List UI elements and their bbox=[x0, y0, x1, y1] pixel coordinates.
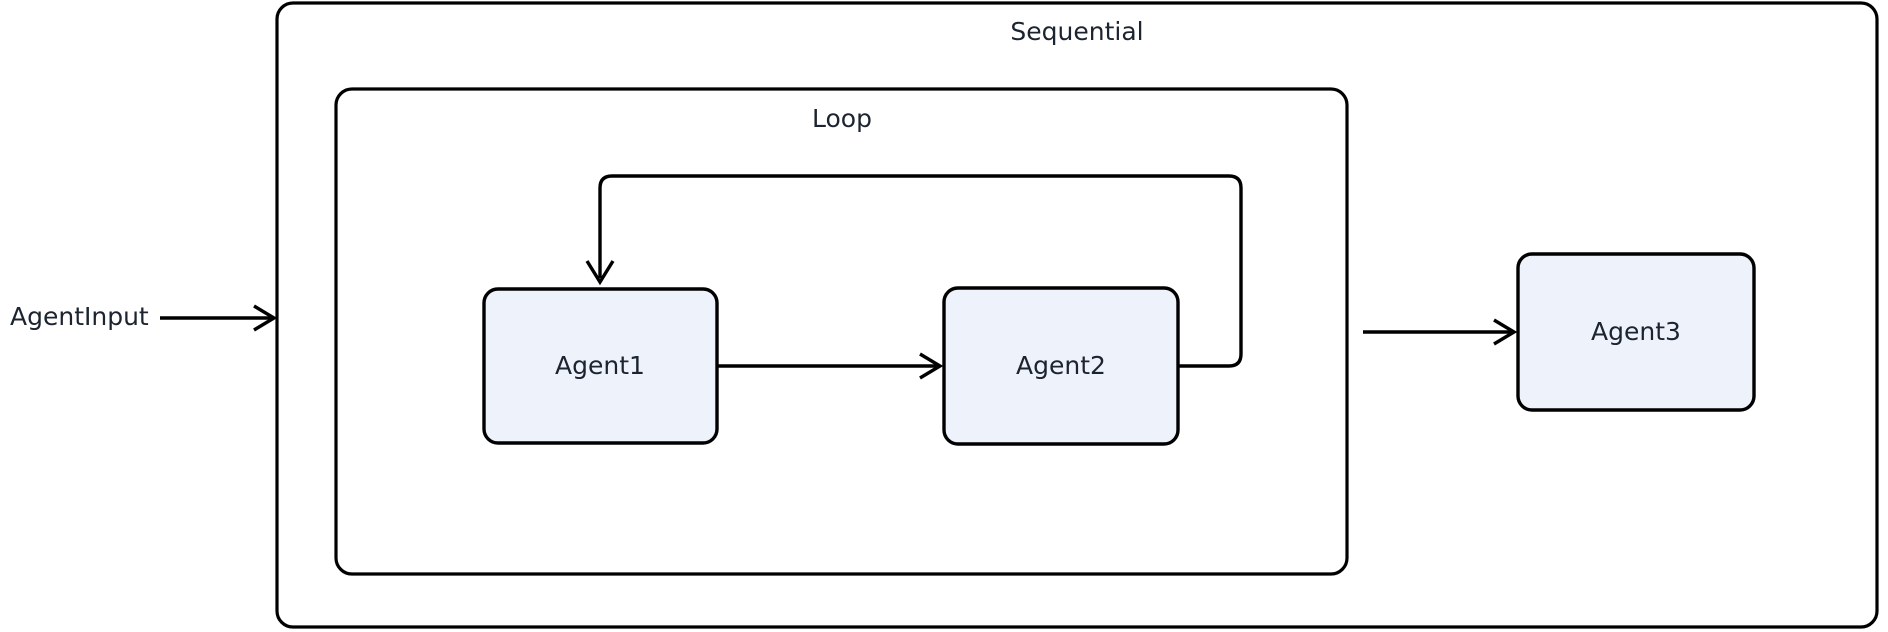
node-box-agent3[interactable] bbox=[1516, 252, 1756, 412]
input-label-agent-input: AgentInput bbox=[10, 302, 149, 331]
arrow-head-icon bbox=[919, 352, 944, 380]
node-label-agent3: Agent3 bbox=[1591, 317, 1681, 346]
arrow-head-icon bbox=[253, 304, 278, 332]
group-label-sequential: Sequential bbox=[1010, 17, 1143, 46]
edge-agent2-to-agent1-loopback bbox=[585, 174, 1243, 368]
node-box-agent2[interactable] bbox=[942, 286, 1180, 446]
node-label-agent2: Agent2 bbox=[1016, 351, 1106, 380]
group-label-loop: Loop bbox=[812, 104, 872, 133]
arrow-head-icon bbox=[585, 260, 615, 286]
edge-loop-to-agent3 bbox=[1363, 318, 1518, 346]
node-box-agent1[interactable] bbox=[482, 287, 719, 445]
node-label-agent1: Agent1 bbox=[555, 351, 645, 380]
edge-agent1-to-agent2 bbox=[718, 352, 944, 380]
arrow-head-icon bbox=[1493, 318, 1518, 346]
group-box-loop[interactable] bbox=[334, 87, 1349, 576]
edge-agent-input-to-sequential bbox=[160, 304, 278, 332]
